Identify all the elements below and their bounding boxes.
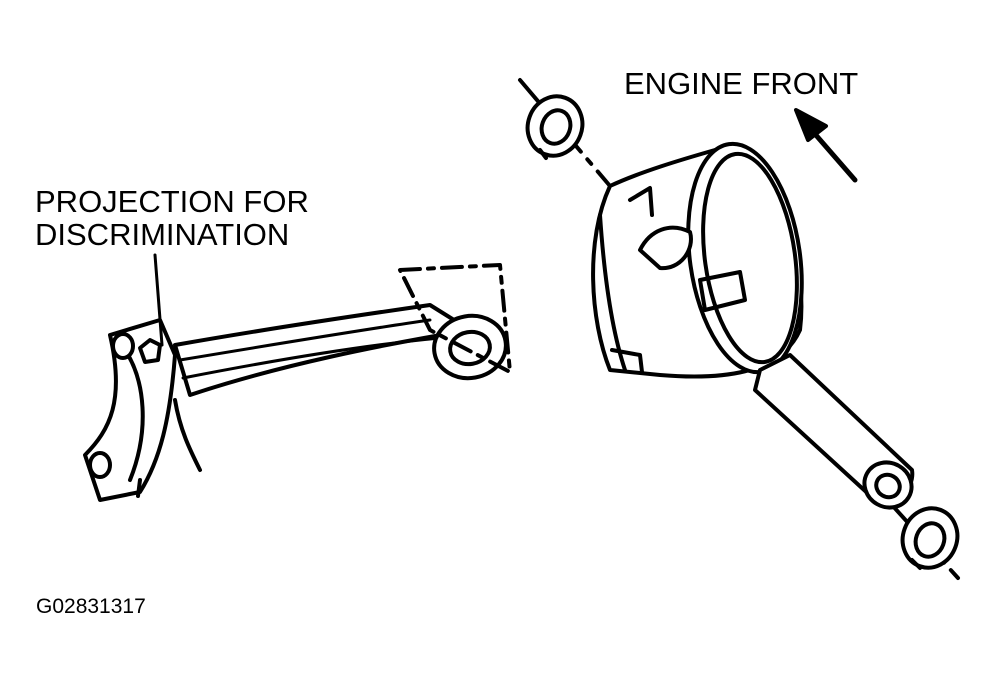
projection-label-line2: DISCRIMINATION: [35, 216, 290, 252]
projection-label-line1: PROJECTION FOR: [35, 184, 309, 219]
upper-snap-ring: [525, 94, 585, 160]
connecting-rod: [83, 263, 512, 502]
figure-code: G02831317: [36, 595, 146, 618]
lower-snap-ring: [900, 506, 960, 570]
projection-leader-line: [153, 253, 164, 347]
piston: [591, 141, 804, 379]
projection-label: PROJECTION FOR DISCRIMINATION: [35, 184, 309, 252]
engine-front-label: ENGINE FRONT: [624, 66, 859, 101]
engine-front-arrow: [794, 108, 858, 183]
piston-pin: [753, 353, 915, 510]
